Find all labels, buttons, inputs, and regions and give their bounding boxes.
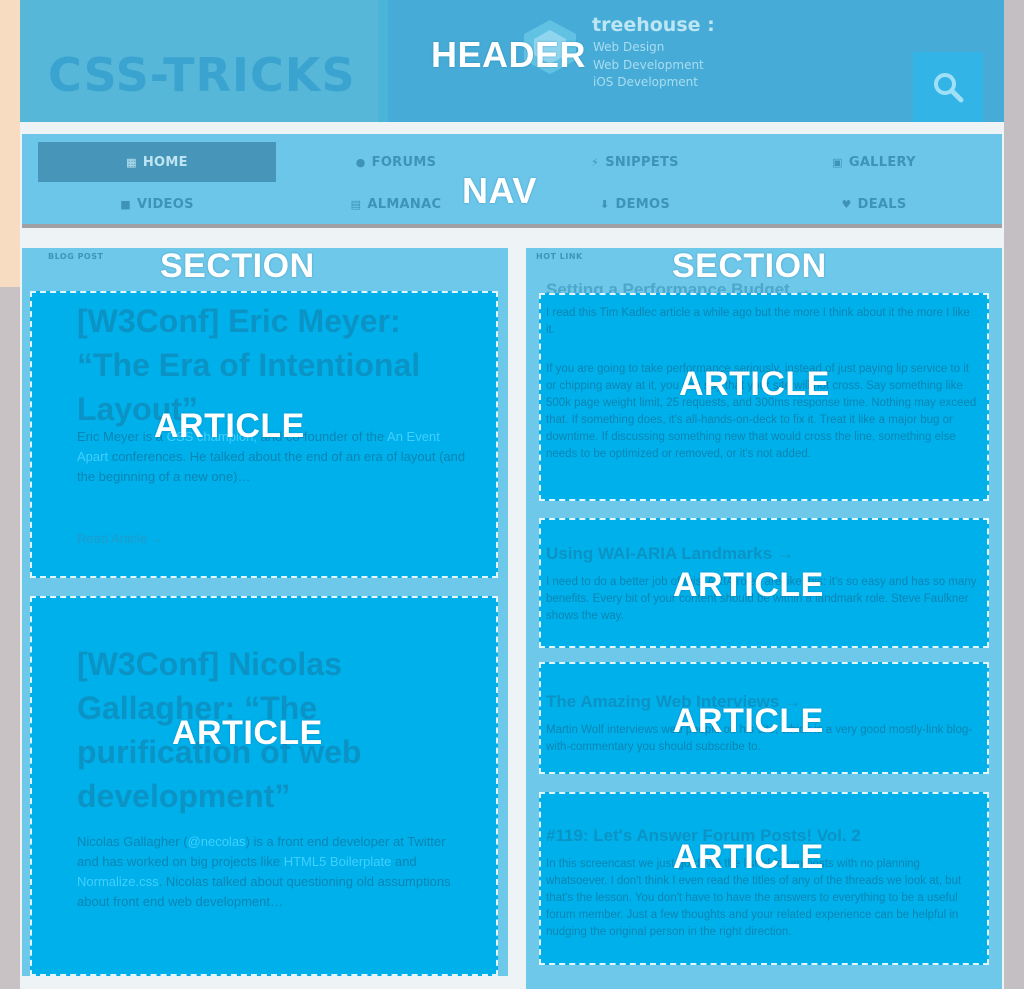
article-card[interactable]: I read this Tim Kadlec article a while a… — [539, 293, 989, 501]
article-card[interactable]: [W3Conf] Nicolas Gallagher: “The purific… — [30, 596, 498, 976]
article-overlay-label: ARTICLE — [673, 566, 824, 604]
sponsor-name[interactable]: treehouse : — [592, 14, 715, 36]
article-overlay-label: ARTICLE — [154, 407, 305, 445]
nav-item-label: FORUMS — [371, 154, 437, 170]
article-title[interactable]: #119: Let's Answer Forum Posts! Vol. 2 — [546, 826, 861, 845]
logo-panel — [20, 0, 378, 122]
nav-item-gallery[interactable]: ▣ GALLERY — [755, 142, 993, 182]
article-overlay-label: ARTICLE — [679, 365, 830, 403]
excerpt-link[interactable]: HTML5 Boilerplate — [283, 854, 392, 869]
excerpt-link[interactable]: An Event Apart — [77, 429, 440, 464]
article-title[interactable]: [W3Conf] Nicolas Gallagher: “The purific… — [77, 646, 362, 814]
nav-item-snippets[interactable]: ⚡ SNIPPETS — [516, 142, 754, 182]
article-excerpt: Martin Wolf interviews web people on his… — [546, 724, 973, 753]
section-kicker: HOT LINK — [536, 252, 583, 261]
excerpt-text: . Nicolas talked about questioning old a… — [77, 874, 451, 909]
nav-item-demos[interactable]: ⬇ DEMOS — [516, 184, 754, 224]
sponsor-line: Web Design — [593, 40, 665, 54]
nav-item-label: DEALS — [857, 196, 907, 212]
section-overlay-label: SECTION — [160, 247, 315, 285]
sponsor-line: Web Development — [593, 58, 704, 72]
article-excerpt: Nicolas Gallagher (@necolas) is a front … — [77, 832, 467, 912]
nav-item-home[interactable]: ▦ HOME — [38, 142, 276, 182]
excerpt-text: conferences. He talked about the end of … — [77, 449, 466, 484]
excerpt-text: and — [394, 854, 417, 869]
search-icon — [934, 73, 964, 103]
nav-item-label: GALLERY — [848, 154, 916, 170]
nav-item-forums[interactable]: ● FORUMS — [277, 142, 515, 182]
header-overlay-label: HEADER — [431, 34, 587, 75]
article-excerpt: If you are going to take performance ser… — [546, 363, 977, 460]
article-title[interactable]: Using WAI-ARIA Landmarks → — [546, 544, 794, 563]
site-logo[interactable]: CSS-TRICKS — [48, 48, 356, 102]
excerpt-link[interactable]: CSS champion, — [166, 429, 257, 444]
nav-overlay-label: NAV — [462, 170, 537, 211]
article-title[interactable]: [W3Conf] Eric Meyer: “The Era of Intenti… — [77, 303, 421, 427]
nav-item-almanac[interactable]: ▤ ALMANAC — [277, 184, 515, 224]
nav-item-videos[interactable]: ■ VIDEOS — [38, 184, 276, 224]
nav-item-label: SNIPPETS — [605, 154, 679, 170]
nav-item-label: HOME — [142, 154, 188, 170]
sponsor-line: iOS Development — [593, 75, 698, 89]
left-edge-strip — [0, 0, 20, 287]
heart-icon: ♥ — [841, 197, 852, 211]
article-excerpt: Eric Meyer is a CSS champion, and co-fou… — [77, 427, 467, 487]
video-icon: ■ — [120, 197, 131, 211]
excerpt-text: Eric Meyer is a — [77, 429, 163, 444]
nav-item-label: VIDEOS — [136, 196, 194, 212]
bolt-icon: ⚡ — [591, 155, 600, 169]
right-gutter — [1004, 0, 1024, 989]
section-kicker: BLOG POST — [48, 252, 104, 261]
article-card[interactable]: #119: Let's Answer Forum Posts! Vol. 2 I… — [539, 792, 989, 965]
sponsor-panel[interactable] — [388, 0, 1004, 122]
nav-item-deals[interactable]: ♥ DEALS — [755, 184, 993, 224]
left-edge-strip-lower — [0, 287, 20, 989]
article-overlay-label: ARTICLE — [673, 702, 824, 740]
excerpt-text: Nicolas Gallagher ( — [77, 834, 188, 849]
excerpt-text: ) is a front end developer at Twitter an… — [77, 834, 446, 869]
home-grid-icon: ▦ — [126, 155, 137, 169]
excerpt-link[interactable]: @necolas — [187, 834, 246, 849]
search-button[interactable] — [913, 52, 983, 122]
article-overlay-label: ARTICLE — [172, 714, 323, 752]
article-overlay-label: ARTICLE — [673, 838, 824, 876]
read-more-link[interactable]: Read Article → — [77, 531, 164, 546]
gallery-icon: ▣ — [832, 155, 843, 169]
section-overlay-label: SECTION — [672, 247, 827, 285]
article-title[interactable]: The Amazing Web Interviews → — [546, 692, 802, 711]
article-excerpt: In this screencast we just go down the l… — [546, 858, 962, 938]
download-icon: ⬇ — [599, 197, 610, 211]
article-excerpt: I need to do a better job of this. ARIA … — [546, 576, 977, 622]
nav-item-label: ALMANAC — [367, 196, 442, 212]
article-card[interactable]: Using WAI-ARIA Landmarks → I need to do … — [539, 518, 989, 648]
nav-item-label: DEMOS — [615, 196, 671, 212]
article-card[interactable]: The Amazing Web Interviews → Martin Wolf… — [539, 662, 989, 774]
excerpt-link[interactable]: Normalize.css — [77, 874, 159, 889]
treehouse-logo-icon — [524, 20, 576, 74]
book-icon: ▤ — [350, 197, 362, 211]
chat-icon: ● — [355, 155, 366, 169]
article-card[interactable]: [W3Conf] Eric Meyer: “The Era of Intenti… — [30, 291, 498, 578]
article-excerpt: I read this Tim Kadlec article a while a… — [546, 307, 970, 336]
excerpt-text: and co-founder of the — [260, 429, 385, 444]
